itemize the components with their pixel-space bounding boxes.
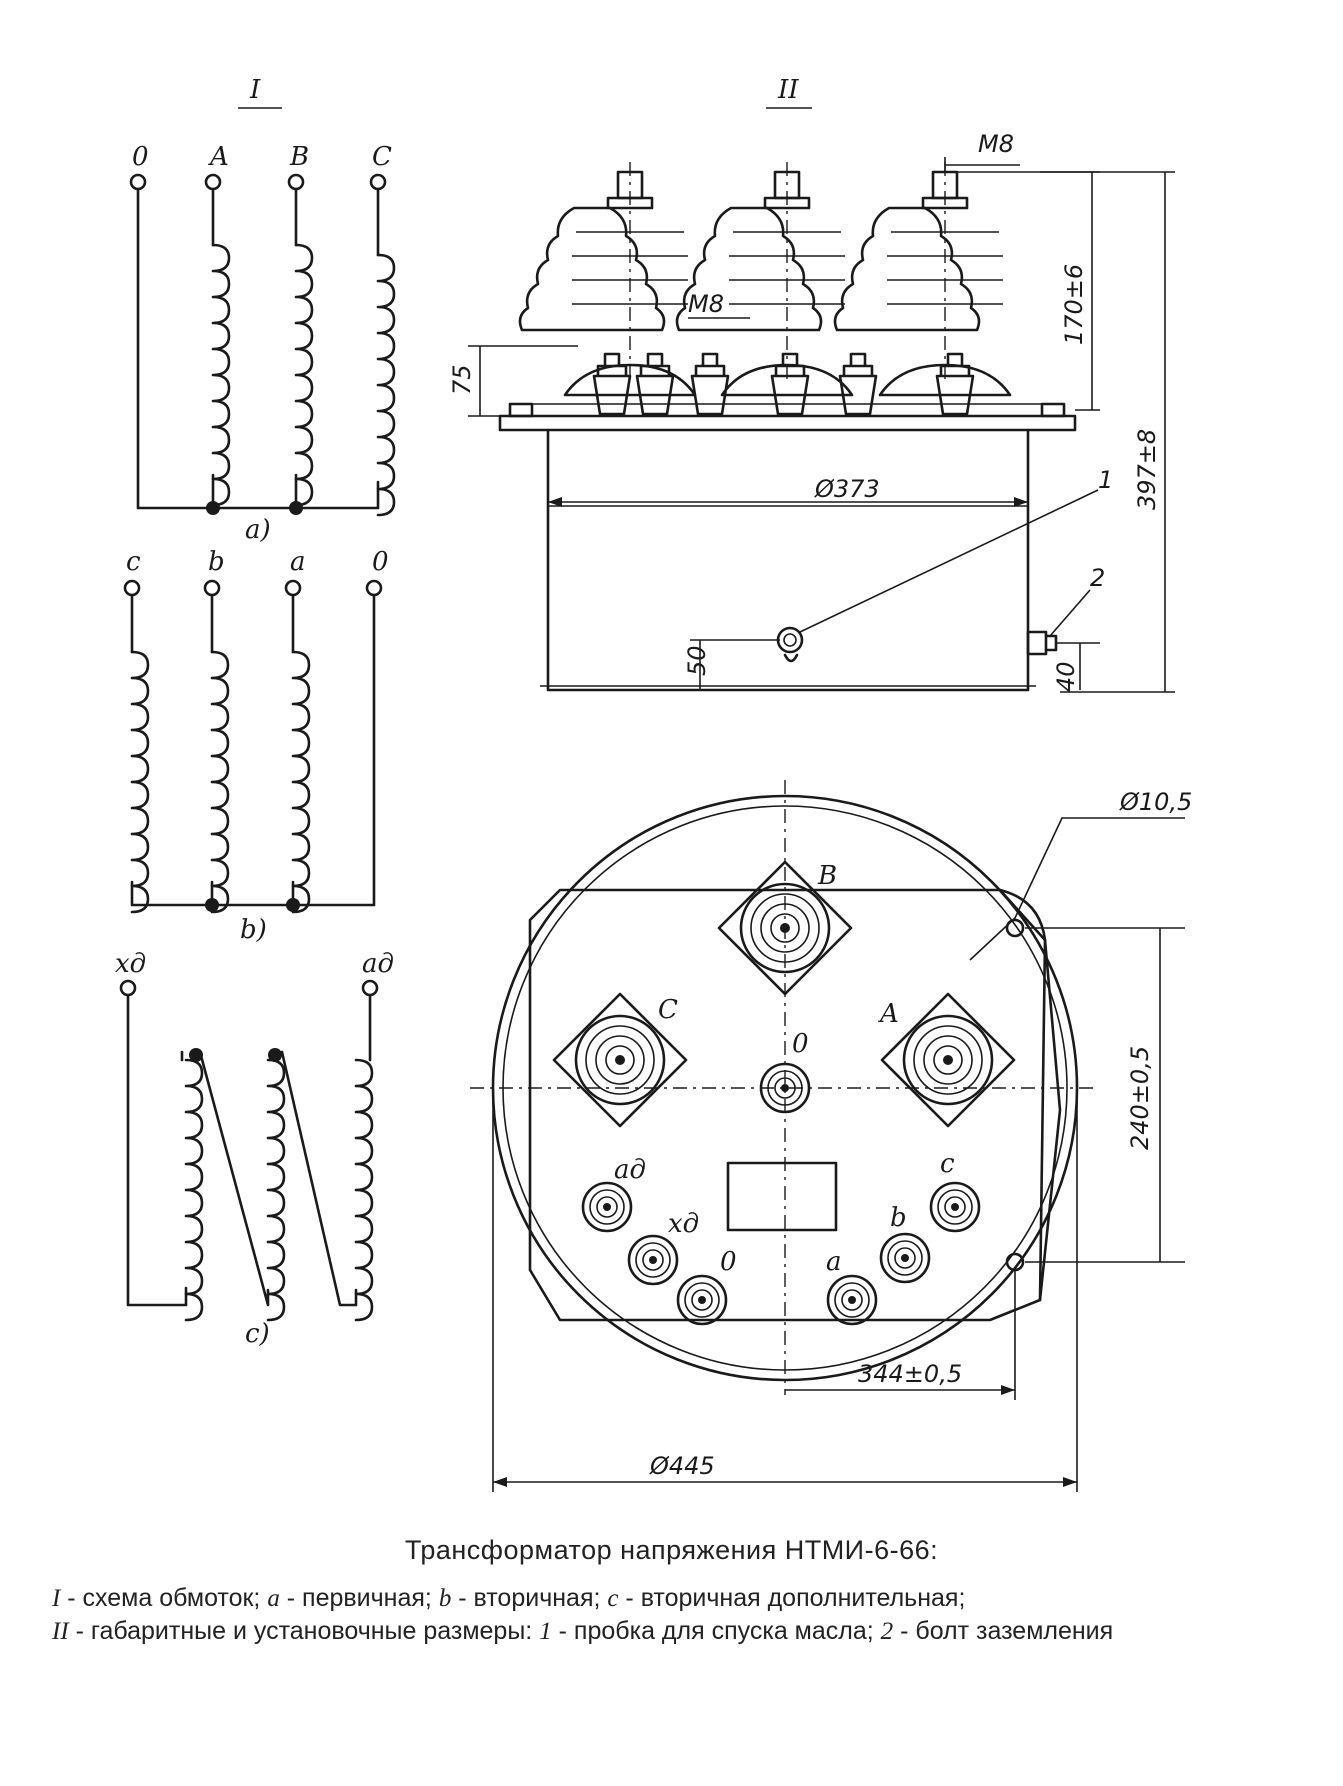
hv-label-b: B — [817, 861, 837, 891]
primary-tag: a) — [245, 515, 271, 545]
legend-a: a — [267, 1585, 280, 1612]
primary-winding-scheme: 0 A B C a) — [129, 142, 396, 545]
dim-hole: Ø10,5 — [1119, 788, 1192, 816]
secondary-tag: b) — [240, 915, 267, 945]
legend-text: - пробка для спуска масла; — [551, 1617, 881, 1645]
hv-label-a: A — [878, 999, 899, 1029]
legend-text: - первичная; — [279, 1584, 439, 1612]
lv-label-xd: хд — [668, 1209, 699, 1239]
section-label-ii: II — [777, 75, 799, 105]
section-label-i: I — [249, 75, 261, 105]
additional-tag: c) — [245, 1319, 270, 1349]
legend-2: 2 — [880, 1618, 894, 1645]
legend-text: - болт заземления — [893, 1617, 1114, 1645]
legend-1: 1 — [539, 1618, 552, 1645]
dim-outer-diameter: Ø445 — [649, 1452, 715, 1480]
primary-terminal-0: 0 — [132, 142, 149, 172]
additional-winding-scheme: хд ад c) — [115, 949, 394, 1349]
secondary-terminal-0: 0 — [372, 547, 389, 577]
legend-b: b — [438, 1585, 452, 1612]
legend-i: I — [52, 1585, 61, 1612]
callout-2: 2 — [1090, 564, 1105, 592]
legend-ii: II — [52, 1618, 69, 1645]
legend-text: - вторичная дополнительная; — [618, 1584, 966, 1612]
hv-label-c: C — [658, 995, 678, 1025]
additional-terminal-xd: хд — [115, 949, 146, 979]
primary-terminal-a: A — [208, 142, 229, 172]
additional-terminal-ad: ад — [362, 949, 394, 979]
lv-label-a: a — [826, 1247, 842, 1277]
dim-center-distance: 344±0,5 — [858, 1360, 962, 1388]
legend-c: c — [607, 1585, 619, 1612]
dim-bolt-height: 40 — [1052, 661, 1080, 692]
legend-text: - вторичная; — [451, 1584, 608, 1612]
dim-bushing-height: 170±6 — [1060, 264, 1088, 345]
callout-1: 1 — [1098, 466, 1113, 494]
secondary-terminal-b: b — [208, 547, 225, 577]
dim-plug-height: 50 — [683, 645, 711, 676]
primary-terminal-c: C — [372, 142, 392, 172]
dim-tank-diameter: Ø373 — [814, 475, 880, 503]
legend-text: - схема обмоток; — [60, 1584, 268, 1612]
dim-thread-mid: M8 — [688, 290, 724, 318]
dim-flange-height: 75 — [448, 364, 476, 395]
dim-mount-spacing: 240±0,5 — [1126, 1046, 1154, 1150]
lv-label-c: c — [940, 1149, 955, 1179]
dim-total-height: 397±8 — [1133, 429, 1161, 510]
figure-legend: I - схема обмоток; a - первичная; b - вт… — [52, 1582, 1232, 1648]
secondary-terminal-c: c — [126, 547, 141, 577]
hv-label-0: 0 — [792, 1029, 809, 1059]
secondary-winding-scheme: c b a 0 b) — [123, 547, 389, 945]
legend-text: - габаритные и установочные размеры: — [68, 1617, 540, 1645]
primary-terminal-b: B — [289, 142, 309, 172]
side-view: M8 M8 170±6 75 397±8 Ø373 50 40 1 2 — [448, 130, 1175, 693]
lv-label-b: b — [890, 1203, 907, 1233]
secondary-terminal-a: a — [290, 547, 306, 577]
top-view: B C A 0 ад хд 0 a b c Ø10,5 240±0,5 344±… — [470, 780, 1192, 1492]
lv-label-0: 0 — [720, 1247, 737, 1277]
lv-label-ad: ад — [614, 1155, 646, 1185]
figure-title: Трансформатор напряжения НТМИ-6-66: — [404, 1535, 939, 1565]
dim-thread-top: M8 — [978, 130, 1014, 158]
